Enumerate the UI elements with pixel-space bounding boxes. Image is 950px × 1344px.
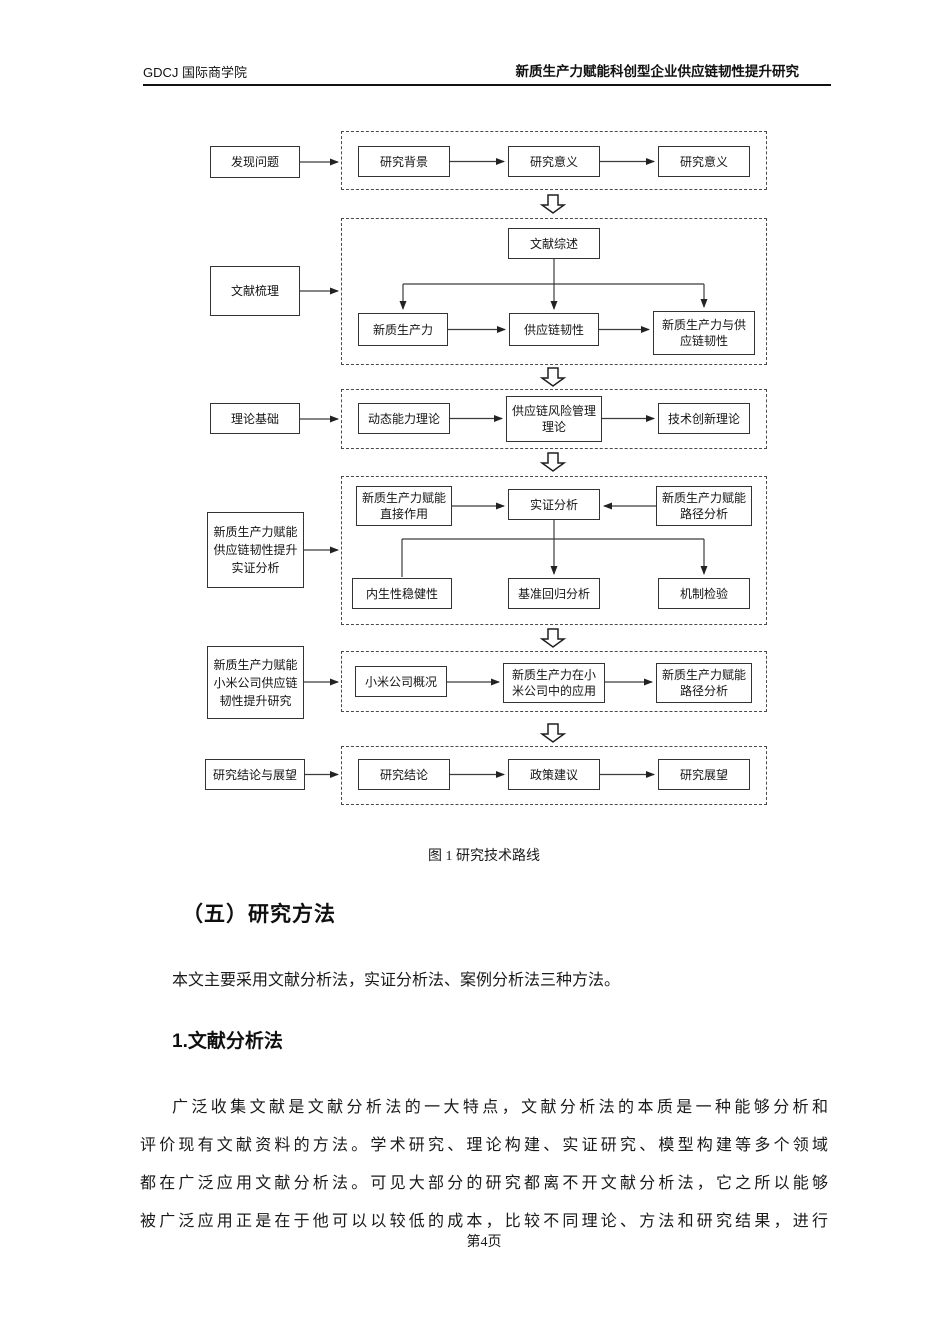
flow-side-box: 发现问题 — [210, 146, 300, 178]
flow-box: 新质生产力赋能直接作用 — [356, 486, 452, 526]
flow-side-box: 新质生产力赋能供应链韧性提升实证分析 — [207, 512, 304, 588]
flow-box: 内生性稳健性 — [352, 578, 452, 609]
flow-box: 研究意义 — [508, 146, 600, 177]
flow-box: 新质生产力 — [358, 313, 448, 346]
flow-box: 技术创新理论 — [658, 403, 750, 434]
flow-group-row2 — [341, 218, 767, 365]
flow-box: 新质生产力赋能路径分析 — [656, 486, 752, 526]
sub-heading: 1.文献分析法 — [172, 1031, 283, 1052]
flow-box: 研究结论 — [358, 759, 450, 790]
flow-group-row6 — [341, 746, 767, 805]
header-school-name: GDCJ 国际商学院 — [143, 65, 248, 80]
flow-box: 研究展望 — [658, 759, 750, 790]
page-number: 第4页 — [466, 1235, 502, 1250]
flow-group-row3 — [341, 389, 767, 449]
flow-box: 研究背景 — [358, 146, 450, 177]
flow-box: 政策建议 — [508, 759, 600, 790]
flow-box: 实证分析 — [508, 489, 600, 520]
flow-side-box: 新质生产力赋能小米公司供应链韧性提升研究 — [207, 646, 304, 719]
flow-group-row5 — [341, 651, 767, 712]
paragraph-line: 评价现有文献资料的方法。学术研究、理论构建、实证研究、模型构建等多个领域 — [140, 1137, 828, 1154]
flow-box: 机制检验 — [658, 578, 750, 609]
flow-box: 新质生产力在小米公司中的应用 — [503, 663, 605, 703]
flow-group-row4 — [341, 476, 767, 625]
flow-side-box: 文献梳理 — [210, 266, 300, 316]
flow-box: 小米公司概况 — [355, 666, 447, 697]
section-heading: （五）研究方法 — [182, 903, 336, 926]
flow-box: 动态能力理论 — [358, 403, 450, 434]
flow-box: 新质生产力赋能路径分析 — [656, 663, 752, 703]
flow-hub-box: 文献综述 — [508, 228, 600, 259]
header-rule — [143, 84, 831, 86]
paragraph-line: 广泛收集文献是文献分析法的一大特点，文献分析法的本质是一种能够分析和 — [172, 1099, 828, 1116]
flow-box: 研究意义 — [658, 146, 750, 177]
flow-box: 供应链风险管理理论 — [506, 396, 602, 442]
flow-side-box: 研究结论与展望 — [205, 759, 305, 790]
paragraph-line: 都在广泛应用文献分析法。可见大部分的研究都离不开文献分析法，它之所以能够 — [140, 1175, 828, 1192]
flow-group-row1 — [341, 131, 767, 190]
paragraph-intro: 本文主要采用文献分析法，实证分析法、案例分析法三种方法。 — [172, 972, 621, 989]
flow-side-box: 理论基础 — [210, 403, 300, 434]
header-paper-title: 新质生产力赋能科创型企业供应链韧性提升研究 — [515, 64, 800, 79]
flow-box: 供应链韧性 — [509, 313, 599, 346]
flow-box: 基准回归分析 — [508, 578, 600, 609]
figure-caption: 图 1 研究技术路线 — [428, 849, 540, 864]
flow-box: 新质生产力与供应链韧性 — [653, 311, 755, 355]
paragraph-body: 广泛收集文献是文献分析法的一大特点，文献分析法的本质是一种能够分析和 评价现有文… — [140, 1089, 828, 1241]
paragraph-line: 被广泛应用正是在于他可以以较低的成本，比较不同理论、方法和研究结果，进行 — [140, 1213, 828, 1230]
